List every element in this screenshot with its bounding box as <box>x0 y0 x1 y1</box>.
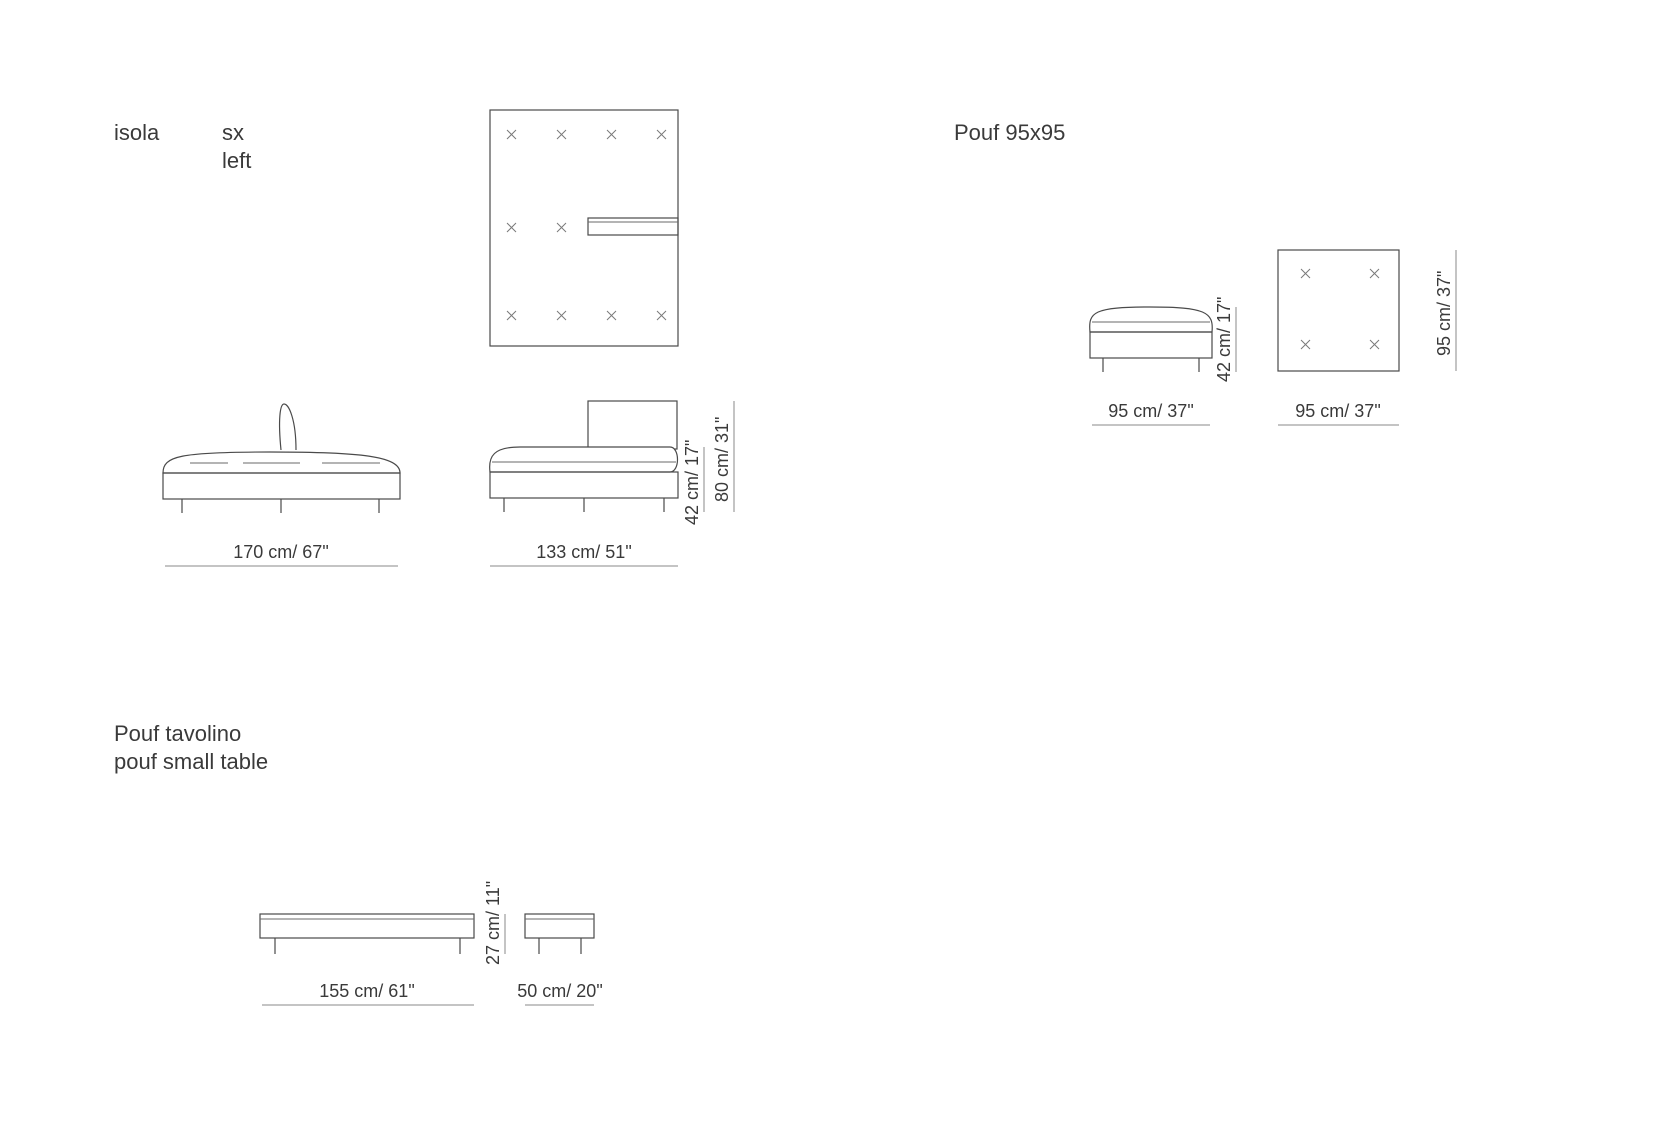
tavolino-long-view: 155 cm/ 61" <box>259 913 475 1006</box>
tavolino-title-en: pouf small table <box>114 749 268 774</box>
tavolino-short-body <box>524 913 595 939</box>
tavolino-short-view: 50 cm/ 20" 27 cm/ 11" <box>483 881 603 1006</box>
pouf-height-label: 42 cm/ 17" <box>1214 297 1234 382</box>
tavolino-long-body <box>259 913 475 939</box>
section-pouf: Pouf 95x95 95 cm/ 37" 42 cm/ 17" 95 cm/ … <box>954 120 1457 426</box>
pouf-top-outline <box>1277 249 1400 372</box>
isola-side-view: 133 cm/ 51" 42 cm/ 17" 80 cm/ 31" <box>489 400 735 567</box>
isola-side-backrest <box>587 400 678 450</box>
isola-side-en: left <box>222 148 251 173</box>
pouf-tufting-marks <box>1300 268 1380 350</box>
section-isola: isola sx left <box>114 109 735 567</box>
isola-front-width-label: 170 cm/ 67" <box>233 542 328 562</box>
isola-side-depth-label: 133 cm/ 51" <box>536 542 631 562</box>
tavolino-width-label: 50 cm/ 20" <box>517 981 602 1001</box>
isola-side-base <box>489 471 679 499</box>
pouf-top-view: 95 cm/ 37" 95 cm/ 37" <box>1277 249 1457 426</box>
isola-front-base <box>162 472 401 500</box>
isola-title: isola <box>114 120 160 145</box>
isola-side-cushion <box>489 446 679 473</box>
pouf-top-width-label: 95 cm/ 37" <box>1295 401 1380 421</box>
tavolino-title-it: Pouf tavolino <box>114 721 241 746</box>
isola-tufting-marks <box>506 129 667 321</box>
pouf-front-base <box>1089 331 1213 359</box>
isola-seat-height-label: 42 cm/ 17" <box>682 440 702 525</box>
pouf-front-view: 95 cm/ 37" 42 cm/ 17" <box>1089 297 1237 426</box>
tavolino-length-label: 155 cm/ 61" <box>319 981 414 1001</box>
isola-side-it: sx <box>222 120 244 145</box>
pouf-title: Pouf 95x95 <box>954 120 1065 145</box>
section-tavolino: Pouf tavolino pouf small table 155 cm/ 6… <box>114 721 603 1006</box>
pouf-depth-label: 95 cm/ 37" <box>1434 271 1454 356</box>
isola-front-backrest <box>278 403 297 451</box>
isola-front-view: 170 cm/ 67" <box>162 403 401 567</box>
pouf-front-cushion <box>1089 306 1213 333</box>
isola-total-height-label: 80 cm/ 31" <box>712 417 732 502</box>
isola-top-view <box>489 109 679 347</box>
tavolino-height-label: 27 cm/ 11" <box>483 881 503 965</box>
isola-top-backrest <box>587 217 679 236</box>
pouf-front-width-label: 95 cm/ 37" <box>1108 401 1193 421</box>
isola-top-outline <box>489 109 679 347</box>
